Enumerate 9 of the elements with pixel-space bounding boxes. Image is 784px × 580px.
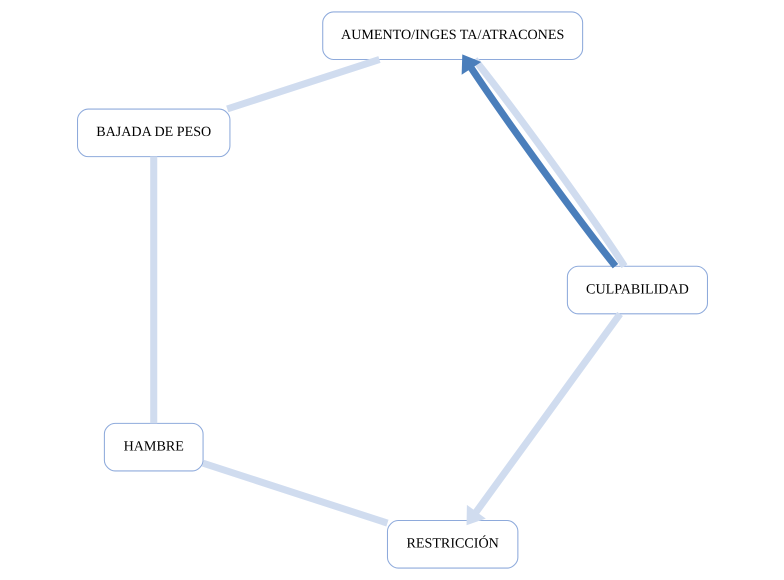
node-box: CULPABILIDAD <box>566 266 708 314</box>
node-box: RESTRICCIÓN <box>386 520 518 569</box>
node-box: HAMBRE <box>103 422 204 472</box>
arrow <box>466 312 622 526</box>
node-box: BAJADA DE PESO <box>76 108 230 158</box>
connector <box>150 156 157 424</box>
connector <box>201 460 388 526</box>
node-box: AUMENTO/INGES TA/ATRACONES <box>322 11 583 60</box>
connector <box>226 56 380 112</box>
